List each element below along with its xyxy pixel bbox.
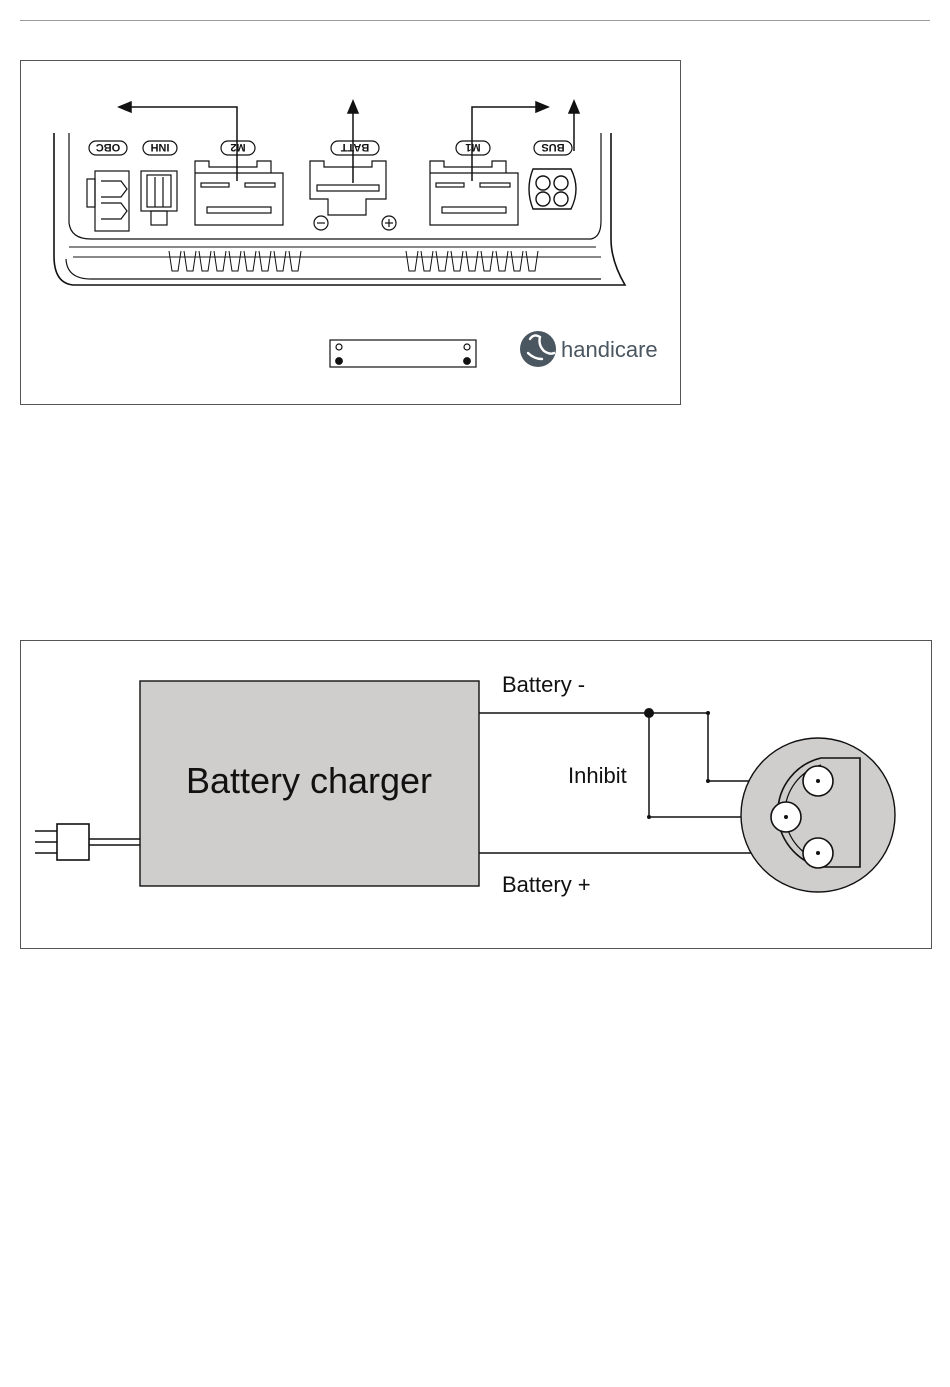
connector-panel: OBC INH M2 BATT M1 BUS [20, 60, 681, 405]
m2-connector [195, 161, 283, 225]
port-label-inh: INH [143, 141, 177, 155]
junction-dot [644, 708, 654, 718]
obc-socket [87, 171, 129, 231]
page-top-rule [20, 20, 930, 21]
port-label-batt: BATT [331, 141, 379, 155]
inh-socket [141, 171, 177, 225]
port-label-m1: M1 [456, 141, 490, 155]
battery-positive-terminal [382, 216, 396, 230]
svg-text:BATT: BATT [340, 141, 369, 153]
socket-icon [741, 738, 895, 892]
wiring-diagram: Battery charger Battery - Inhibit Batter… [21, 641, 931, 948]
port-labels: OBC INH M2 BATT M1 BUS [89, 141, 572, 155]
svg-text:INH: INH [150, 141, 169, 153]
port-label-obc: OBC [89, 141, 127, 155]
plug-icon [35, 824, 140, 860]
bus-socket [529, 169, 576, 209]
battery-charger-label: Battery charger [186, 760, 432, 801]
svg-text:M2: M2 [230, 141, 245, 153]
port-label-m2: M2 [221, 141, 255, 155]
inhibit-label: Inhibit [568, 763, 627, 788]
connector-diagram: OBC INH M2 BATT M1 BUS [21, 61, 680, 404]
wire-joint [706, 711, 710, 715]
battery-negative-terminal [314, 216, 328, 230]
wire-joint [647, 815, 651, 819]
battery-plus-label: Battery + [502, 872, 591, 897]
battery-charger: Battery charger [140, 681, 479, 886]
terminal-strip [330, 340, 476, 367]
m1-connector [430, 161, 518, 225]
battery-minus-label: Battery - [502, 672, 585, 697]
svg-text:BUS: BUS [541, 141, 564, 153]
port-label-bus: BUS [534, 141, 572, 155]
wire-joint [706, 779, 710, 783]
svg-text:OBC: OBC [96, 141, 121, 153]
wiring-panel: Battery charger Battery - Inhibit Batter… [20, 640, 932, 949]
brand-name: handicare [561, 337, 658, 362]
handicare-logo: handicare [520, 331, 658, 367]
handicare-logo-icon [520, 331, 556, 367]
svg-text:M1: M1 [465, 141, 480, 153]
